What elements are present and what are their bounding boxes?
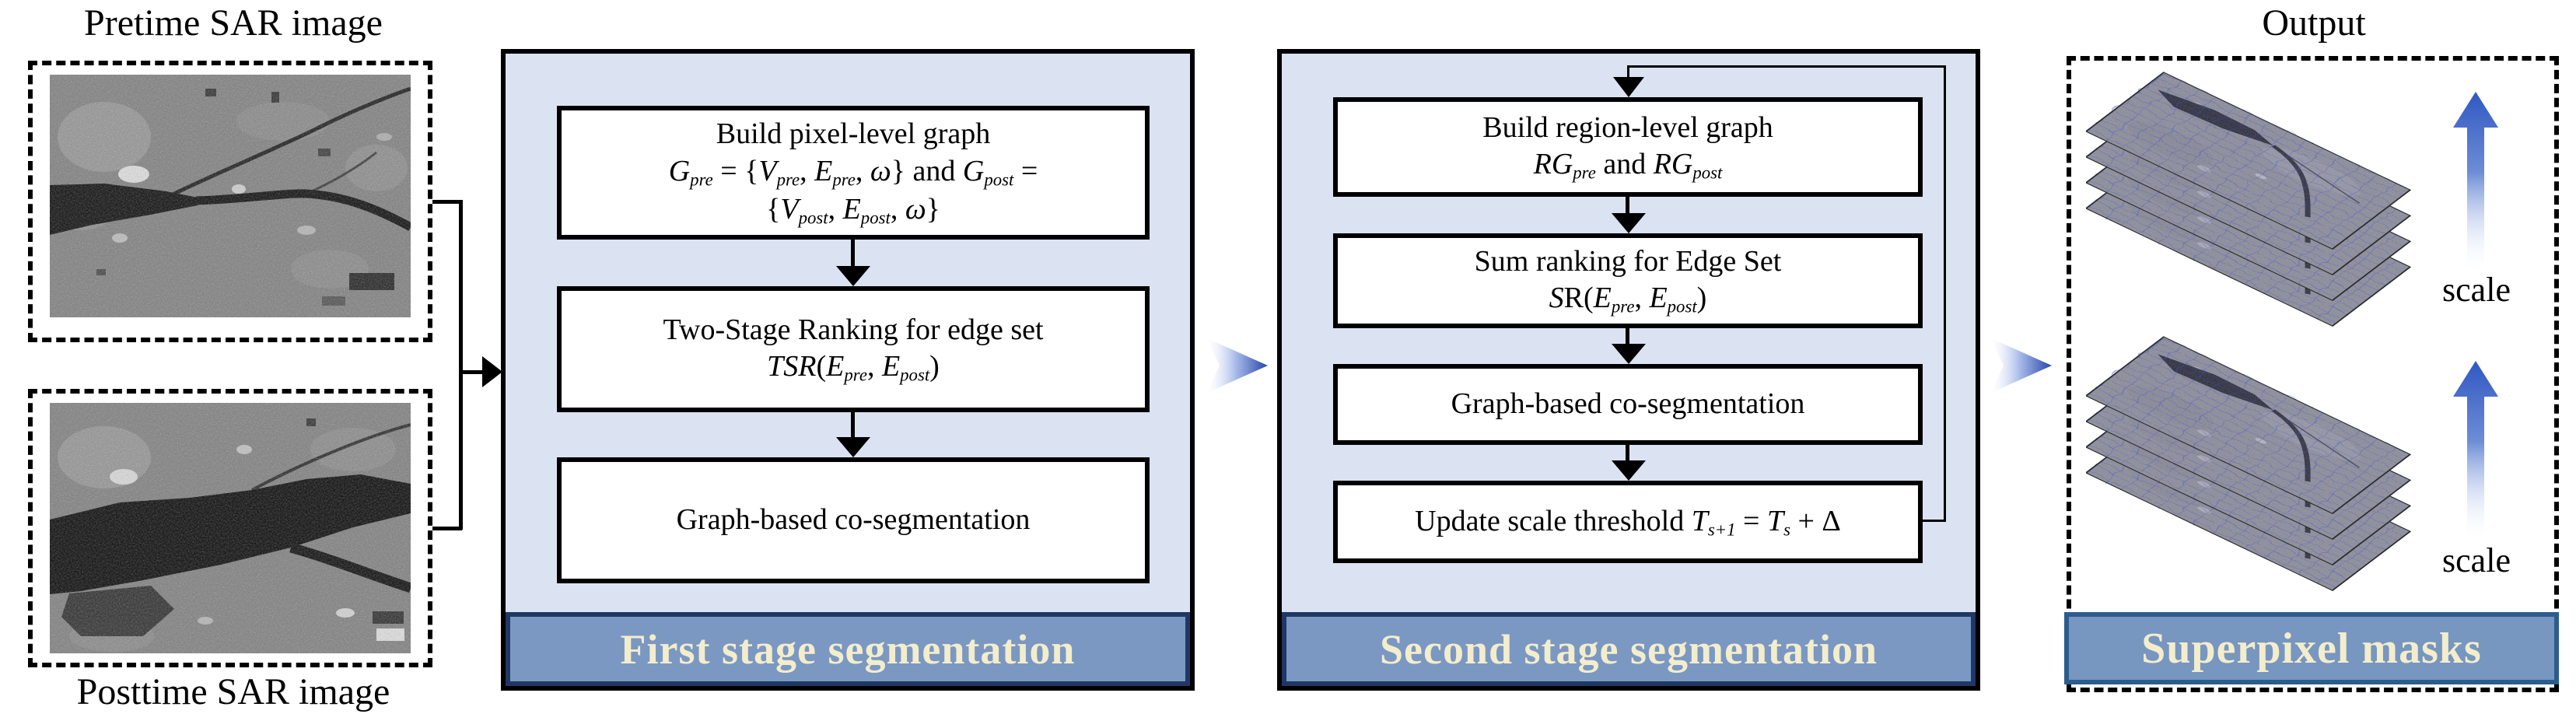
flow-box-update-threshold: Update scale threshold Ts+1 = Ts + Δ [1333,481,1923,563]
scale-label-top: scale [2442,271,2511,309]
input-connector-stub-post [432,527,462,530]
box-text-line: TSR(Epre, Epost) [767,350,940,385]
flow-arrowhead-right-icon [482,356,502,387]
flow-arrowhead-down-icon [836,266,870,286]
flow-arrowhead-down-icon [1612,460,1646,481]
pretime-image-frame [28,61,432,342]
box-text-line: {Vpost, Epost, ω} [766,192,940,228]
feedback-loop-horizontal [1627,65,1946,68]
flow-arrow-line [851,412,855,439]
flow-box-build-pixel-graph: Build pixel-level graph Gpre = {Vpre, Ep… [557,106,1150,240]
flow-arrow-line [1626,445,1629,462]
box-text-line: RGpre and RGpost [1533,148,1723,183]
flow-box-sum-ranking: Sum ranking for Edge Set SR(Epre, Epost) [1333,233,1923,328]
scale-label-bottom: scale [2442,541,2511,579]
feedback-loop-stub [1923,520,1946,522]
posttime-image-frame [28,389,432,667]
input-connector-arrow-line [459,370,484,374]
flow-box-co-segmentation-1: Graph-based co-segmentation [557,457,1150,583]
pretime-sar-image [50,75,411,317]
scale-up-arrow-icon [2453,361,2498,540]
posttime-sar-image [50,403,411,653]
flow-box-build-region-graph: Build region-level graph RGpre and RGpos… [1333,97,1923,197]
box-text-line: Graph-based co-segmentation [676,503,1031,537]
superpixel-masks-banner: Superpixel masks [2064,612,2559,684]
posttime-image-label: Posttime SAR image [76,671,390,712]
box-text-line: Sum ranking for Edge Set [1474,244,1782,278]
flow-box-two-stage-ranking: Two-Stage Ranking for edge set TSR(Epre,… [557,286,1150,412]
output-frame [2067,56,2559,692]
superpixel-stack-post [2086,333,2452,601]
feedback-loop-drop [1627,65,1629,78]
box-text-line: SR(Epre, Epost) [1549,282,1707,317]
box-text-line: Two-Stage Ranking for edge set [663,313,1044,346]
feedback-loop-vertical [1944,65,1946,522]
flow-arrowhead-down-icon [1612,344,1646,364]
feedback-arrowhead-down-icon [1613,77,1644,97]
superpixel-stack-pre [2086,68,2452,337]
pretime-image-label: Pretime SAR image [84,2,383,44]
first-stage-banner: First stage segmentation [506,612,1190,686]
input-connector-stub-pre [432,200,462,204]
stage-transition-chevron-icon [1991,338,2052,393]
flow-arrow-line [1626,328,1629,345]
box-text-line: Gpre = {Vpre, Epre, ω} and Gpost = [668,154,1038,190]
box-text-line: Update scale threshold Ts+1 = Ts + Δ [1415,504,1841,539]
flow-arrow-line [851,240,855,268]
flow-box-co-segmentation-2: Graph-based co-segmentation [1333,364,1923,445]
flow-arrowhead-down-icon [1612,213,1646,233]
output-label: Output [2262,2,2366,44]
flow-arrowhead-down-icon [836,437,870,457]
flow-arrow-line [1626,197,1629,214]
input-connector-vertical [459,200,463,530]
scale-up-arrow-icon [2453,92,2498,271]
stage-transition-chevron-icon [1207,338,1268,393]
second-stage-banner: Second stage segmentation [1282,612,1976,686]
box-text-line: Graph-based co-segmentation [1451,387,1805,421]
box-text-line: Build region-level graph [1482,110,1773,144]
box-text-line: Build pixel-level graph [716,117,991,151]
